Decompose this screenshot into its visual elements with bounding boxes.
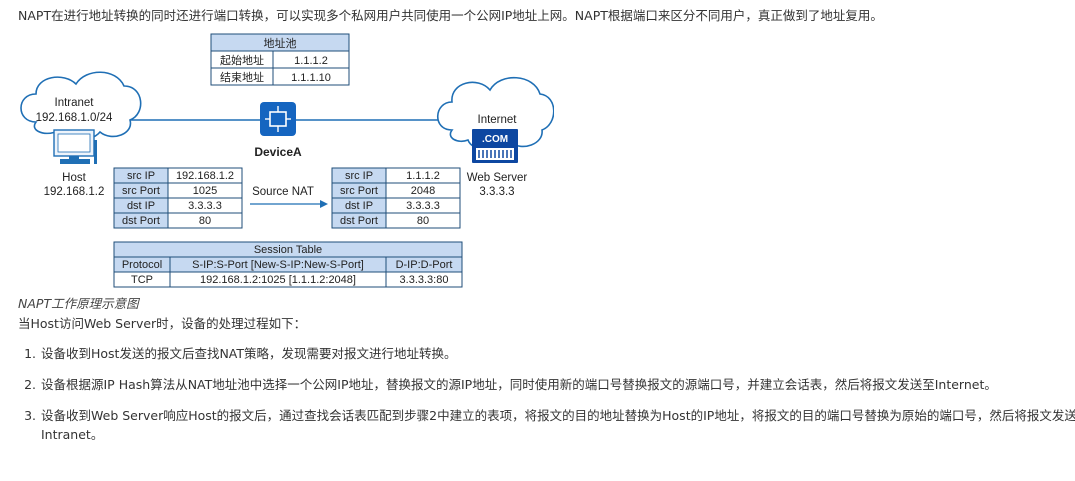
intranet-subnet: 192.168.1.0/24 — [36, 112, 113, 124]
figure-caption: NAPT工作原理示意图 — [18, 296, 139, 311]
intro-paragraph: NAPT在进行地址转换的同时还进行端口转换，可以实现多个私网用户共同使用一个公网… — [18, 8, 883, 23]
after-field: dst Port — [340, 215, 378, 227]
pool-start-label: 起始地址 — [220, 53, 264, 67]
session-cell-source: 192.168.1.2:1025 [1.1.1.2:2048] — [200, 274, 356, 286]
list-item: 设备收到Web Server响应Host的报文后，通过查找会话表匹配到步骤2中建… — [40, 406, 1075, 444]
napt-diagram: Intranet 192.168.1.0/24 Host 192.168.1.2… — [20, 33, 554, 288]
session-cell-dest: 3.3.3.3:80 — [400, 274, 449, 286]
session-cell-protocol: TCP — [131, 274, 153, 286]
firewall-device-icon — [260, 102, 296, 136]
packet-after-table: src IP 1.1.1.2 src Port 2048 dst IP 3.3.… — [331, 167, 461, 229]
source-nat-label: Source NAT — [252, 186, 314, 198]
after-value: 1.1.1.2 — [406, 170, 440, 182]
server-ip: 3.3.3.3 — [479, 186, 514, 198]
internet-label: Internet — [478, 114, 518, 126]
list-item: 设备收到Host发送的报文后查找NAT策略，发现需要对报文进行地址转换。 — [40, 344, 1075, 363]
before-field: dst IP — [127, 200, 155, 212]
com-badge: .COM — [482, 134, 508, 145]
host-ip: 192.168.1.2 — [44, 186, 105, 198]
after-field: src IP — [345, 170, 373, 182]
before-field: src IP — [127, 170, 155, 182]
pool-end-value: 1.1.1.10 — [291, 72, 331, 84]
pool-title: 地址池 — [264, 36, 297, 50]
after-value: 3.3.3.3 — [406, 200, 440, 212]
process-steps-list: 设备收到Host发送的报文后查找NAT策略，发现需要对报文进行地址转换。 设备根… — [20, 344, 1075, 456]
session-header-source: S-IP:S-Port [New-S-IP:New-S-Port] — [192, 259, 364, 271]
device-label: DeviceA — [254, 145, 302, 159]
before-value: 3.3.3.3 — [188, 200, 222, 212]
intranet-cloud: Intranet 192.168.1.0/24 — [20, 71, 142, 142]
host-computer-icon — [53, 129, 97, 164]
after-value: 2048 — [411, 185, 435, 197]
pool-start-value: 1.1.1.2 — [294, 55, 328, 67]
before-field: src Port — [122, 185, 160, 197]
before-value: 80 — [199, 215, 211, 227]
before-value: 1025 — [193, 185, 217, 197]
before-value: 192.168.1.2 — [176, 170, 234, 182]
session-title: Session Table — [254, 244, 322, 256]
pool-end-label: 结束地址 — [220, 70, 264, 84]
session-table: Session Table Protocol S-IP:S-Port [New-… — [113, 241, 463, 288]
address-pool-table: 地址池 起始地址 1.1.1.2 结束地址 1.1.1.10 — [210, 33, 350, 86]
intranet-label: Intranet — [55, 97, 95, 109]
session-header-protocol: Protocol — [122, 259, 162, 271]
nat-arrow-icon — [250, 200, 328, 208]
after-value: 80 — [417, 215, 429, 227]
after-field: dst IP — [345, 200, 373, 212]
lead-sentence: 当Host访问Web Server时，设备的处理过程如下： — [18, 316, 307, 331]
session-header-dest: D-IP:D-Port — [396, 259, 453, 271]
list-item: 设备根据源IP Hash算法从NAT地址池中选择一个公网IP地址，替换报文的源I… — [40, 375, 1075, 394]
packet-before-table: src IP 192.168.1.2 src Port 1025 dst IP … — [113, 167, 243, 229]
before-field: dst Port — [122, 215, 160, 227]
server-label: Web Server — [467, 172, 528, 184]
internet-cloud: Internet — [437, 76, 554, 151]
web-server-icon: .COM — [472, 129, 518, 163]
after-field: src Port — [340, 185, 378, 197]
host-label: Host — [62, 172, 86, 184]
